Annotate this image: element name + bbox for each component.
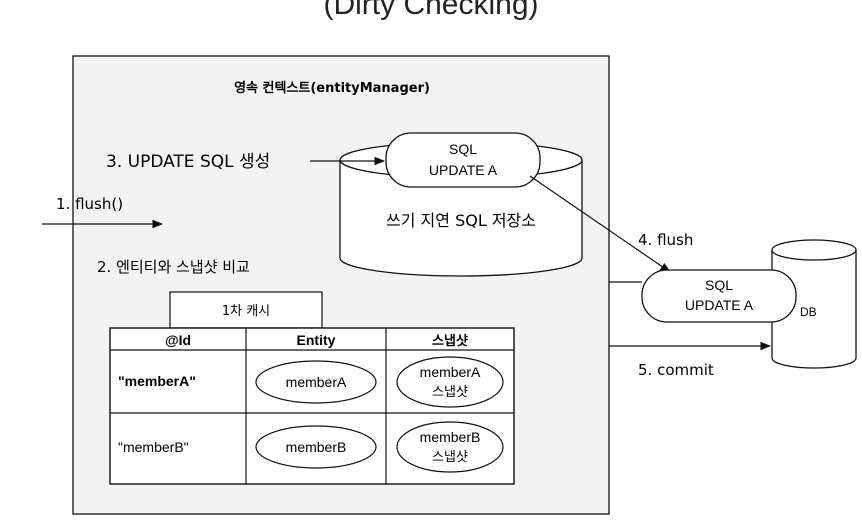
step-flush-call-label: 1. flush() — [56, 195, 123, 213]
row-snapshot-name: memberB — [420, 429, 481, 445]
db-sql-title: SQL — [705, 277, 733, 293]
step-flush-arrow — [529, 175, 671, 273]
store-sql-title: SQL — [449, 141, 477, 157]
header-id: @Id — [165, 332, 191, 348]
row-snapshot-label: 스냅샷 — [432, 385, 468, 400]
db-sql-pill: SQL UPDATE A — [641, 269, 797, 323]
row-entity: memberB — [286, 439, 347, 455]
row-entity: memberA — [286, 374, 347, 390]
store-sql-body: UPDATE A — [429, 162, 498, 178]
row-snapshot-label: 스냅샷 — [432, 450, 468, 465]
db-sql-body: UPDATE A — [685, 297, 754, 313]
cache-tab — [169, 291, 323, 329]
row-id: "memberB" — [118, 439, 189, 455]
cache-label: 1차 캐시 — [222, 304, 270, 319]
step-commit-label: 5. commit — [638, 361, 714, 379]
step-flush-label: 4. flush — [638, 231, 693, 249]
step-create-sql-label: 3. UPDATE SQL 생성 — [106, 152, 270, 172]
row-snapshot-name: memberA — [420, 364, 481, 380]
database-cylinder: DB — [771, 239, 857, 369]
row-id: "memberA" — [118, 373, 196, 389]
diagram-title: (Dirty Checking) — [323, 0, 539, 21]
cache-table: @Id Entity 스냅샷 "memberA" memberA memberA… — [109, 327, 515, 485]
store-sql-pill: SQL UPDATE A — [385, 132, 541, 188]
context-title: 영속 컨텍스트(entityManager) — [234, 80, 430, 96]
db-label: DB — [800, 305, 817, 319]
write-store-label: 쓰기 지연 SQL 저장소 — [386, 211, 536, 230]
header-snapshot: 스냅샷 — [432, 333, 468, 349]
header-entity: Entity — [297, 332, 336, 348]
step-compare-label: 2. 엔티티와 스냅샷 비교 — [97, 258, 250, 276]
table-row: "memberA" memberA memberA 스냅샷 — [118, 356, 504, 408]
table-row: "memberB" memberB memberB 스냅샷 — [118, 421, 504, 473]
